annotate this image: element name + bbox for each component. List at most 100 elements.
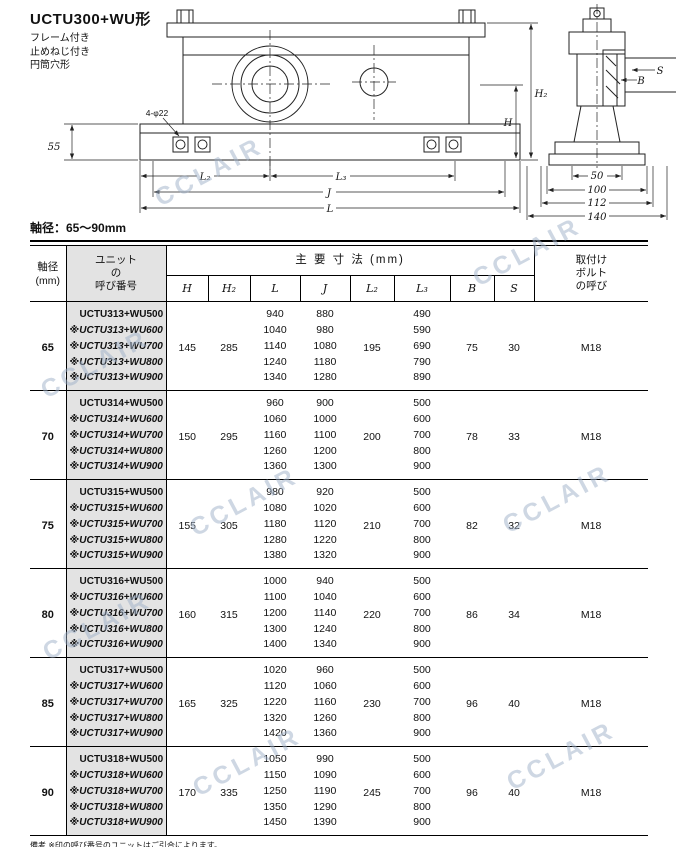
dim-B-cell: 75 xyxy=(450,301,494,391)
dim-B-cell: 96 xyxy=(450,746,494,836)
dim-L-cell: 1050 xyxy=(250,746,300,767)
header-unit-number: ユニット の 呼び番号 xyxy=(66,245,167,302)
header-shaft-diameter: 軸径 (mm) xyxy=(30,245,67,302)
dim-L3-cell: 800 xyxy=(413,533,431,546)
unit-number-cell: ※UCTU316+WU700 xyxy=(66,605,167,621)
dim-L-cell: 980 xyxy=(250,479,300,500)
dim-label-S: S xyxy=(657,66,664,77)
dim-label-B: B xyxy=(636,76,644,87)
dim-L3-cell: 600 xyxy=(413,679,431,692)
dim-B-cell: 96 xyxy=(450,657,494,747)
dim-H2-cell: 325 xyxy=(208,657,250,747)
unit-number-cell: ※UCTU314+WU700 xyxy=(66,427,167,443)
dim-L3-cell: 700 xyxy=(413,695,431,708)
dim-L3-cell: 500 xyxy=(394,390,450,411)
dim-L3-cell: 890 xyxy=(413,371,431,383)
unit-number-cell: ※UCTU318+WU900 xyxy=(66,815,167,836)
dim-label-J: J xyxy=(325,188,332,199)
dim-S-cell: 32 xyxy=(494,479,535,569)
subtitle-bore: 円筒穴形 xyxy=(30,60,70,71)
dim-H2-cell: 285 xyxy=(208,301,250,391)
dim-J-cell: 990 xyxy=(300,746,350,767)
unit-number-cell: UCTU317+WU500 xyxy=(66,657,167,678)
dim-label-L3: L₃ xyxy=(335,172,347,183)
unit-number-cell: ※UCTU317+WU700 xyxy=(66,694,167,710)
dim-J-cell: 1180 xyxy=(313,355,337,368)
dim-L-cell: 1380 xyxy=(263,549,287,561)
bolt-size-cell: M18 xyxy=(534,657,649,747)
unit-number-cell: ※UCTU313+WU700 xyxy=(66,338,167,354)
bolt-size-cell: M18 xyxy=(534,390,649,480)
dim-J-cell: 1140 xyxy=(313,606,337,619)
page-title: UCTU300+WU形 xyxy=(30,11,151,28)
col-S: S xyxy=(493,275,535,302)
unit-number-cell: UCTU316+WU500 xyxy=(66,568,167,589)
dim-B-cell: 86 xyxy=(450,568,494,658)
dim-J-cell: 1390 xyxy=(313,816,337,828)
unit-number-cell: ※UCTU315+WU600 xyxy=(66,500,167,516)
table-row: ※UCTU314+WU700 1160 1100 700 xyxy=(30,427,648,443)
col-H2: H₂ xyxy=(207,275,250,302)
spec-table-head: 軸径 (mm) ユニット の 呼び番号 主 要 寸 法 (mm) 取付け ボルト… xyxy=(30,245,649,302)
hole-note-label: 4-φ22 xyxy=(146,108,169,118)
dim-L3-cell: 690 xyxy=(413,339,431,352)
bolt-size-cell: M18 xyxy=(534,746,649,836)
dim-L-cell: 1160 xyxy=(263,428,287,441)
dim-J-cell: 920 xyxy=(300,479,350,500)
unit-number-cell: ※UCTU314+WU800 xyxy=(66,443,167,459)
dim-S-cell: 40 xyxy=(494,657,535,747)
dim-J-cell: 1220 xyxy=(313,533,337,546)
dim-L3-cell: 490 xyxy=(394,301,450,322)
dim-S-cell: 30 xyxy=(494,301,535,391)
header-shaft-line1: 軸径 xyxy=(37,260,59,273)
unit-number-cell: ※UCTU313+WU600 xyxy=(66,322,167,338)
dim-S-cell: 34 xyxy=(494,568,535,658)
dim-L-cell: 1200 xyxy=(263,606,287,619)
dim-B-cell: 78 xyxy=(450,390,494,480)
unit-number-cell: ※UCTU317+WU600 xyxy=(66,678,167,694)
dim-L3-cell: 700 xyxy=(413,428,431,441)
dim-J-cell: 1360 xyxy=(313,727,337,739)
dim-J-cell: 1020 xyxy=(313,501,337,514)
front-view xyxy=(139,9,521,161)
title-block: UCTU300+WU形 フレーム付き 止めねじ付き 円筒穴形 xyxy=(30,8,151,73)
dim-J-cell: 1240 xyxy=(313,622,337,635)
dim-L-cell: 1220 xyxy=(263,695,287,708)
dim-J-cell: 1040 xyxy=(313,590,337,603)
dim-J-cell: 1160 xyxy=(313,695,337,708)
dim-J-cell: 1340 xyxy=(313,638,337,650)
shaft-diameter-cell: 75 xyxy=(30,479,67,569)
dim-L3-cell: 500 xyxy=(394,479,450,500)
dim-label-112: 112 xyxy=(587,198,606,209)
dim-J-cell: 1190 xyxy=(313,784,337,797)
dim-J-cell: 1120 xyxy=(313,517,337,530)
dim-J-cell: 1100 xyxy=(313,428,337,441)
dim-L-cell: 1320 xyxy=(263,711,287,724)
dim-L-cell: 1040 xyxy=(263,323,287,336)
dim-L-cell: 1240 xyxy=(263,355,287,368)
shaft-range-heading: 軸径：65〜90mm xyxy=(30,219,648,242)
dim-L-cell: 1360 xyxy=(263,460,287,472)
unit-number-cell: UCTU314+WU500 xyxy=(66,390,167,411)
dim-H-cell: 155 xyxy=(166,479,208,569)
dim-label-55: 55 xyxy=(48,142,61,153)
footer-note: 備考 ※印の呼び番号のユニットはご引合によります。 xyxy=(30,841,222,847)
dim-L3-cell: 500 xyxy=(394,568,450,589)
dim-J-cell: 1290 xyxy=(313,800,337,813)
dim-L3-cell: 600 xyxy=(413,768,431,781)
